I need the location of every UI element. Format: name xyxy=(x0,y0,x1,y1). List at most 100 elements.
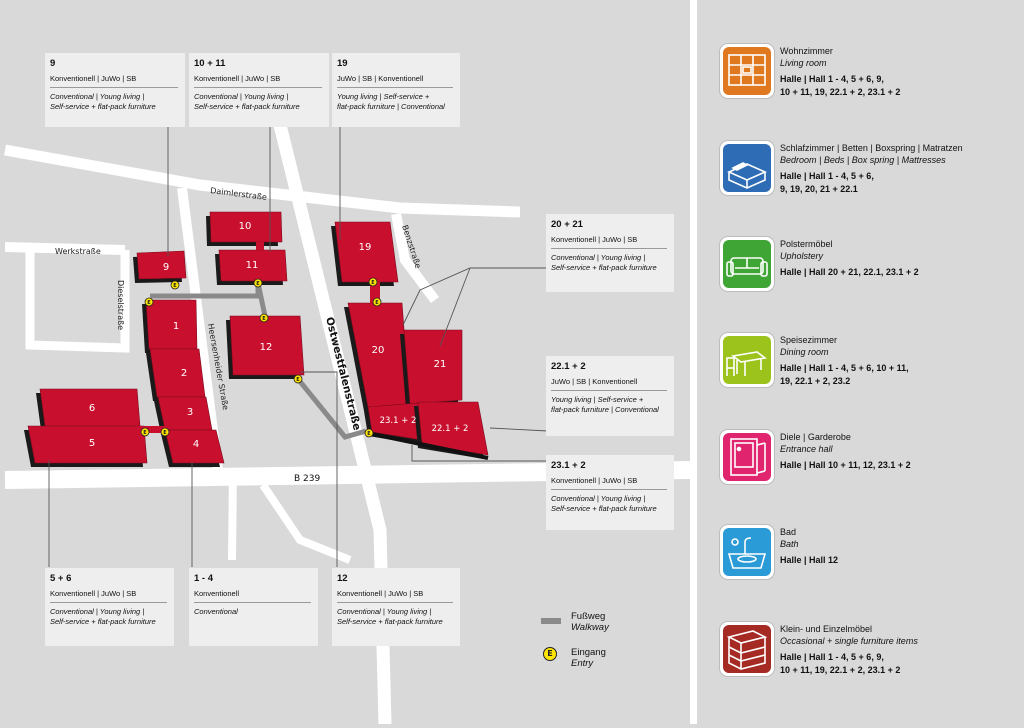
road-curve-south xyxy=(259,482,352,564)
connector-22 xyxy=(489,427,549,432)
entry-letter: E xyxy=(296,377,300,383)
info-title: 20 + 21 xyxy=(551,219,583,230)
hall-label-5[interactable]: 5 xyxy=(89,438,95,449)
info-box-20-21[interactable]: 20 + 21 Konventionell | JuWo | SB Conven… xyxy=(546,214,674,292)
walkway-swatch xyxy=(541,618,561,624)
info-german: Konventionell | JuWo | SB xyxy=(194,74,322,89)
hall-4[interactable] xyxy=(164,429,225,464)
hall-19[interactable] xyxy=(334,221,399,283)
info-box-12[interactable]: 12 Konventionell | JuWo | SB Conventiona… xyxy=(332,568,460,646)
hall-label-12[interactable]: 12 xyxy=(260,342,273,353)
hall-label-22-1-2[interactable]: 22.1 + 2 xyxy=(432,424,469,434)
info-box-10-11[interactable]: 10 + 11 Konventionell | JuWo | SB Conven… xyxy=(189,53,329,127)
living-room-icon xyxy=(719,43,775,99)
occasional-furniture-icon xyxy=(719,621,775,677)
hall-label-10[interactable]: 10 xyxy=(239,221,252,232)
info-box-22-1-2[interactable]: 22.1 + 2 JuWo | SB | Konventionell Young… xyxy=(546,356,674,436)
info-box-5-6[interactable]: 5 + 6 Konventionell | JuWo | SB Conventi… xyxy=(45,568,174,646)
category-en: Bath xyxy=(780,538,799,549)
entry-marker[interactable]: E xyxy=(253,278,263,288)
walkway-11-12 xyxy=(255,282,268,317)
entry-marker[interactable]: E xyxy=(170,280,180,290)
entry-marker[interactable]: E xyxy=(144,297,154,307)
info-box-19[interactable]: 19 JuWo | SB | Konventionell Young livin… xyxy=(332,53,460,127)
entry-letter: E xyxy=(367,431,371,437)
entry-letter: E xyxy=(173,283,177,289)
road-loop-east xyxy=(228,467,237,561)
entry-circle xyxy=(160,427,170,437)
exhibition-map: 9 10 11 12 1 2 3 4 5 6 19 20 21 23.1 + 2… xyxy=(4,53,691,725)
category-halls: Halle | Hall 10 + 11, 12, 23.1 + 2 xyxy=(780,460,911,471)
hall-22-1-2[interactable] xyxy=(417,401,489,456)
hall-10[interactable] xyxy=(209,211,283,243)
halls-layer xyxy=(24,211,489,467)
entry-letter: E xyxy=(256,281,260,287)
hall-12[interactable] xyxy=(229,315,305,376)
category-de: Wohnzimmer xyxy=(780,46,833,56)
entry-letter: E xyxy=(147,300,151,306)
dining-room-icon xyxy=(719,332,775,388)
hall-1[interactable] xyxy=(145,299,198,350)
category-halls: Halle | Hall 1 - 4, 5 + 6, 9,10 + 11, 19… xyxy=(780,74,901,97)
entry-marker[interactable]: E xyxy=(140,427,150,437)
hall-label-6[interactable]: 6 xyxy=(89,403,95,414)
entry-letter: E xyxy=(371,280,375,286)
info-german: JuWo | SB | Konventionell xyxy=(551,377,667,392)
entry-letter: E xyxy=(143,430,147,436)
info-box-23-1-2[interactable]: 23.1 + 2 Konventionell | JuWo | SB Conve… xyxy=(546,455,674,530)
road-werkstrasse xyxy=(4,242,126,255)
hall-label-3[interactable]: 3 xyxy=(187,407,193,418)
hall-9[interactable] xyxy=(136,250,187,280)
info-german: Konventionell | JuWo | SB xyxy=(551,235,667,250)
hall-label-21[interactable]: 21 xyxy=(434,359,447,370)
hall-label-1[interactable]: 1 xyxy=(173,321,179,332)
entry-circle xyxy=(372,297,382,307)
hall-label-19[interactable]: 19 xyxy=(359,242,372,253)
hall-21[interactable] xyxy=(403,329,463,405)
hall-label-23-1-2[interactable]: 23.1 + 2 xyxy=(380,416,417,426)
hall-label-4[interactable]: 4 xyxy=(193,439,199,450)
road-ostwestfalenstrasse xyxy=(273,123,392,725)
info-title: 22.1 + 2 xyxy=(551,361,586,372)
hall-label-20[interactable]: 20 xyxy=(372,345,385,356)
hall-2[interactable] xyxy=(149,348,206,398)
entry-marker[interactable]: E xyxy=(364,428,374,438)
info-box-1-4[interactable]: 1 - 4 Konventionell Conventional xyxy=(189,568,318,646)
category-halls: Halle | Hall 1 - 4, 5 + 6, 9,10 + 11, 19… xyxy=(780,652,901,675)
entry-marker[interactable]: E xyxy=(368,277,378,287)
entry-circle xyxy=(253,278,263,288)
street-label-b239: B 239 xyxy=(294,474,320,484)
category-bedroom[interactable]: Schlafzimmer | Betten | Boxspring | Matr… xyxy=(719,140,1019,204)
info-title: 23.1 + 2 xyxy=(551,460,586,471)
hall-3[interactable] xyxy=(157,396,213,431)
street-label-werkstrasse: Werkstraße xyxy=(55,247,101,256)
info-english: Conventional xyxy=(194,607,238,617)
entry-marker[interactable]: E xyxy=(160,427,170,437)
hall-label-11[interactable]: 11 xyxy=(246,260,259,271)
info-title: 12 xyxy=(337,573,348,584)
info-title: 19 xyxy=(337,58,348,69)
entry-letter: E xyxy=(262,316,266,322)
category-en: Occasional + single furniture items xyxy=(780,635,918,646)
hall-label-9[interactable]: 9 xyxy=(163,262,169,273)
category-en: Living room xyxy=(780,57,827,68)
hall-label-2[interactable]: 2 xyxy=(181,368,187,379)
entry-marker[interactable]: E xyxy=(372,297,382,307)
hall-5[interactable] xyxy=(27,425,148,464)
connector-12 xyxy=(300,371,338,567)
road-benzstrasse xyxy=(391,213,439,303)
info-german: JuWo | SB | Konventionell xyxy=(337,74,453,89)
entry-circle xyxy=(144,297,154,307)
connector-lines xyxy=(48,127,549,567)
entry-marker[interactable]: E xyxy=(293,374,303,384)
entry-marker[interactable]: E xyxy=(259,313,269,323)
info-box-9[interactable]: 9 Konventionell | JuWo | SB Conventional… xyxy=(45,53,185,127)
entry-circle xyxy=(368,277,378,287)
